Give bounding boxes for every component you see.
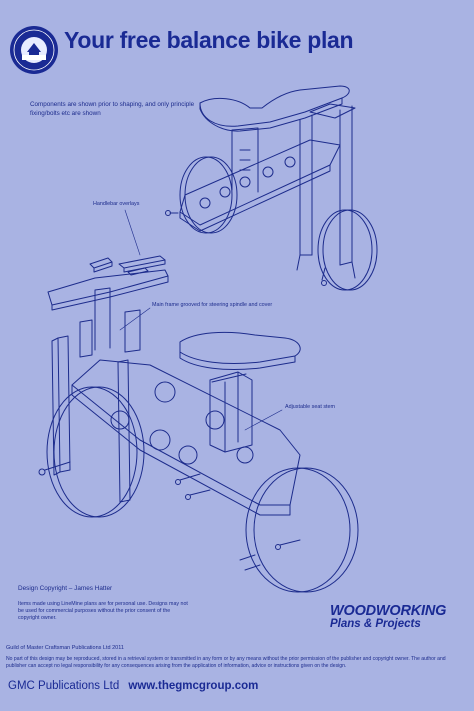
callout-main-frame: Main frame grooved for steering spindle … (152, 302, 273, 308)
publisher-url-link[interactable]: www.thegmcgroup.com (128, 680, 259, 692)
guild-copyright: Guild of Master Craftsman Publications L… (6, 645, 124, 651)
callout-seat-stem: Adjustable seat stem (285, 404, 336, 410)
guild-seal-logo (10, 26, 58, 74)
personal-use-note: Items made using LineMine plans are for … (18, 601, 188, 621)
design-copyright: Design Copyright – James Hatter (18, 585, 113, 592)
page-title: Your free balance bike plan (64, 27, 354, 53)
exploded-bike (38, 255, 359, 593)
callout-handlebar: Handlebar overlays (93, 201, 140, 207)
publisher-name: GMC Publications Ltd (8, 680, 120, 692)
brand-line-1: WOODWORKING (330, 603, 447, 619)
components-note: Components are shown prior to shaping, a… (30, 101, 195, 117)
publisher-footer: GMC Publications Ltd www.thegmcgroup.com (8, 680, 258, 692)
assembled-bike (165, 85, 378, 291)
brand-line-2: Plans & Projects (330, 618, 421, 630)
woodworking-brand-logo: WOODWORKING Plans & Projects (330, 604, 446, 631)
legal-notice: No part of this design may be reproduced… (6, 656, 446, 669)
